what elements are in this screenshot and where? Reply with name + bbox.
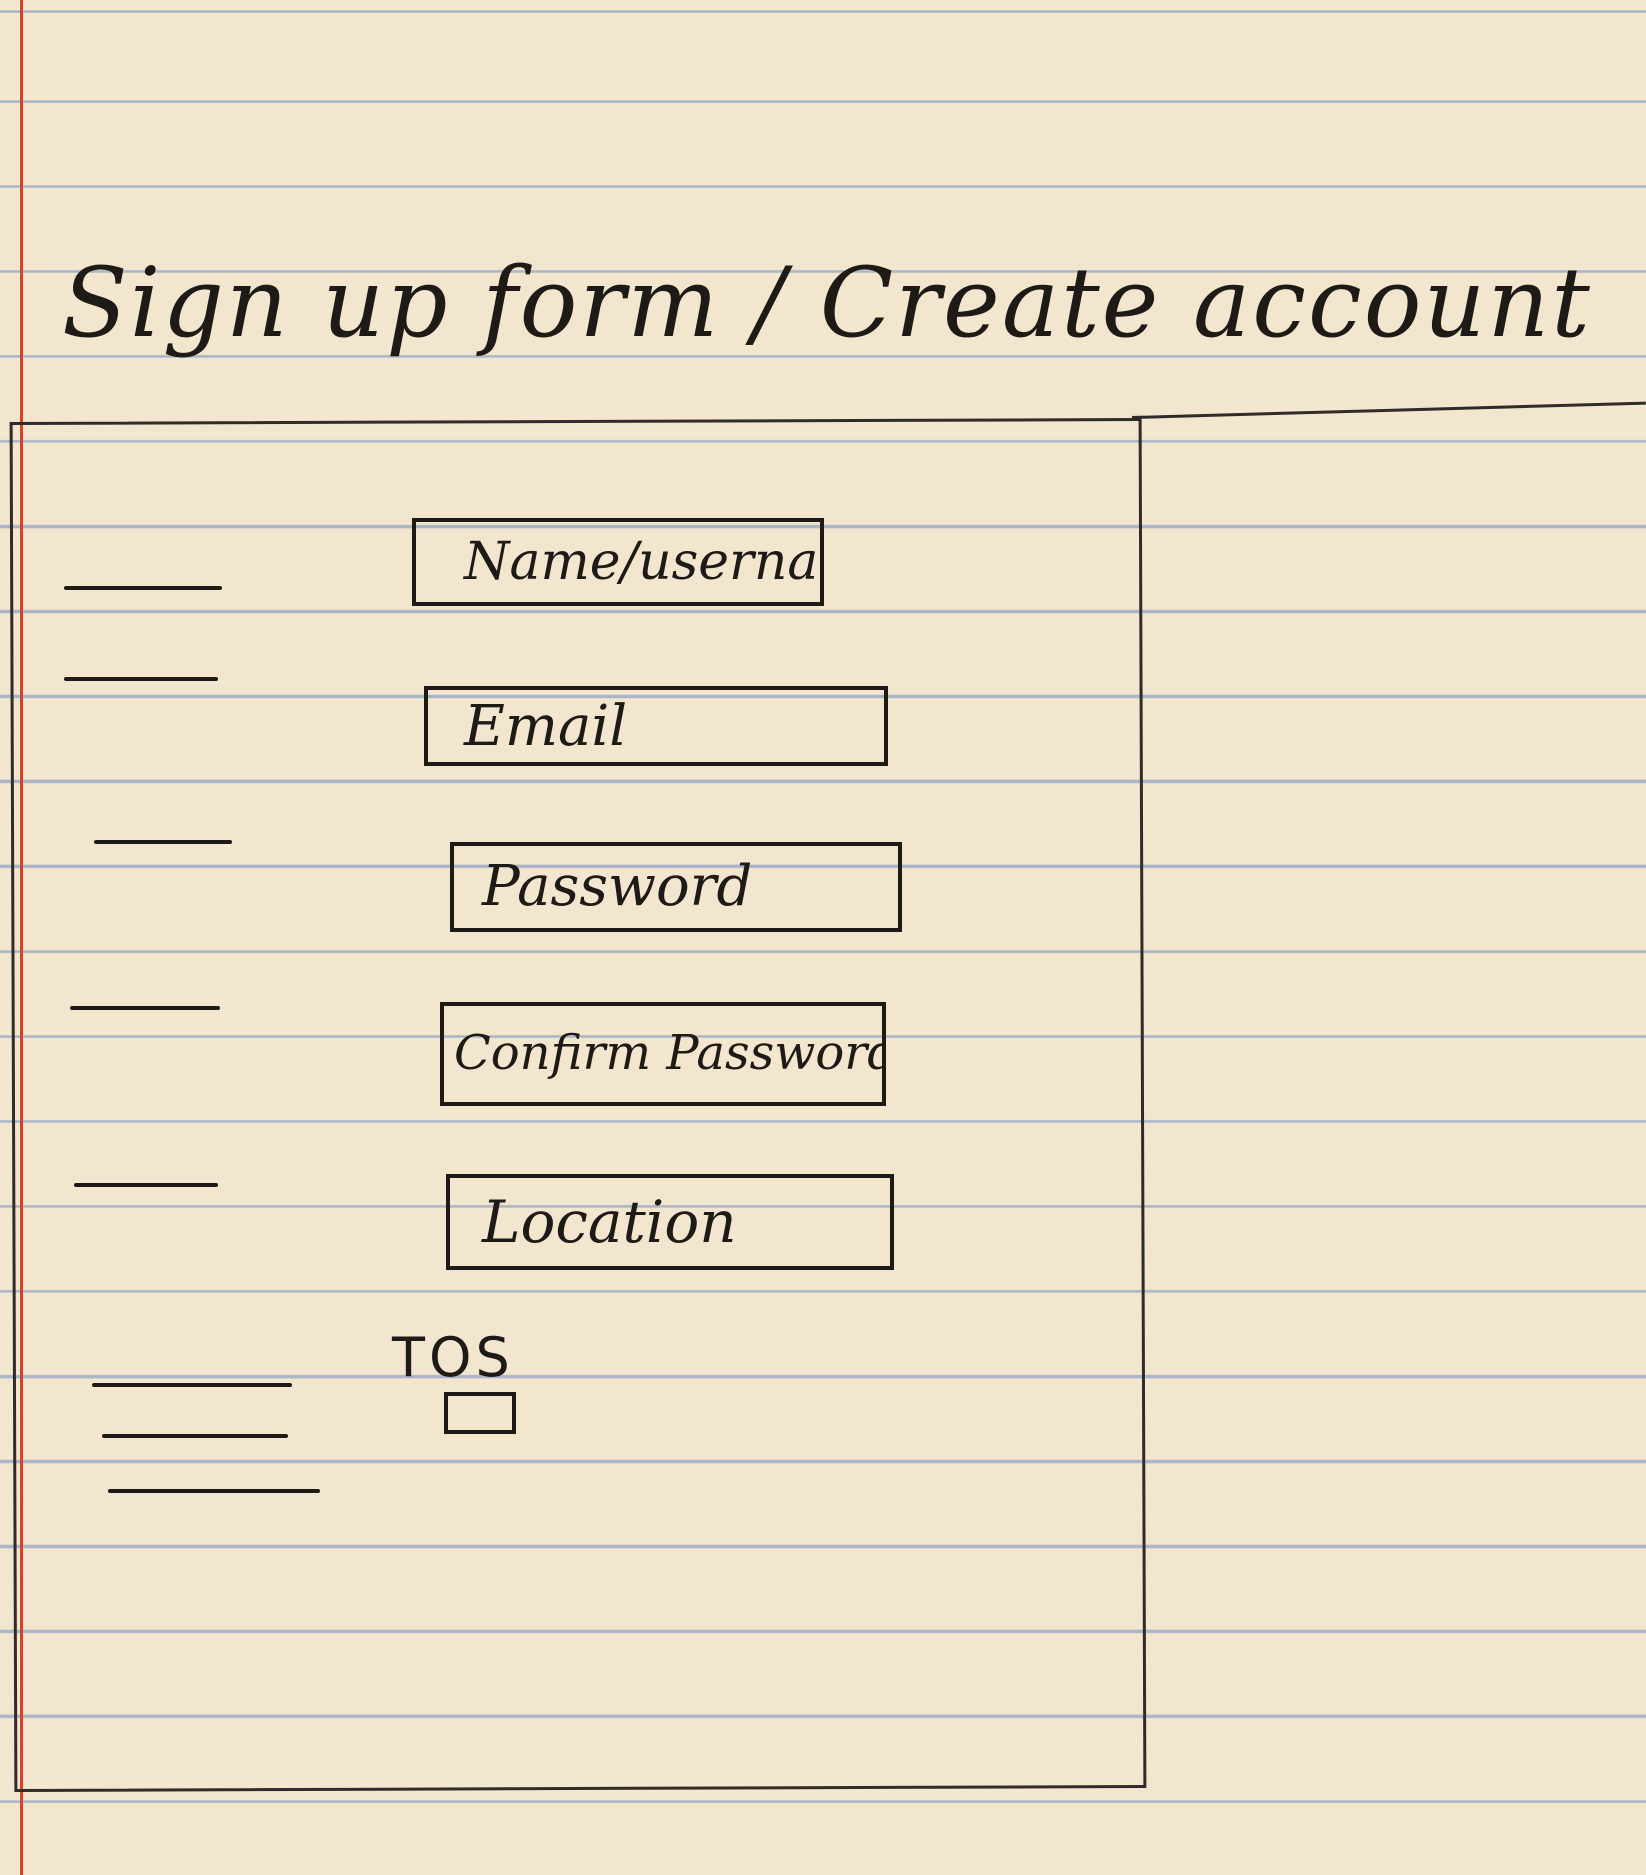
placeholder-line: [64, 677, 218, 681]
password-input[interactable]: Password: [450, 842, 902, 932]
paper-margin-line: [20, 0, 23, 1875]
placeholder-line: [70, 1006, 220, 1010]
name-username-input[interactable]: Name/username: [412, 518, 824, 606]
page-title: Sign up form / Create account: [62, 247, 1592, 359]
placeholder-line: [102, 1434, 288, 1438]
placeholder-line: [74, 1183, 218, 1187]
email-input[interactable]: Email: [424, 686, 888, 766]
placeholder-line: [108, 1489, 320, 1493]
location-input[interactable]: Location: [446, 1174, 894, 1270]
confirm-password-input[interactable]: Confirm Password: [440, 1002, 886, 1106]
placeholder-line: [92, 1383, 292, 1387]
placeholder-line: [94, 840, 232, 844]
placeholder-line: [64, 586, 222, 590]
tos-checkbox[interactable]: [444, 1392, 516, 1434]
frame-top-extension: [1131, 401, 1646, 419]
tos-label: TOS: [392, 1326, 514, 1389]
